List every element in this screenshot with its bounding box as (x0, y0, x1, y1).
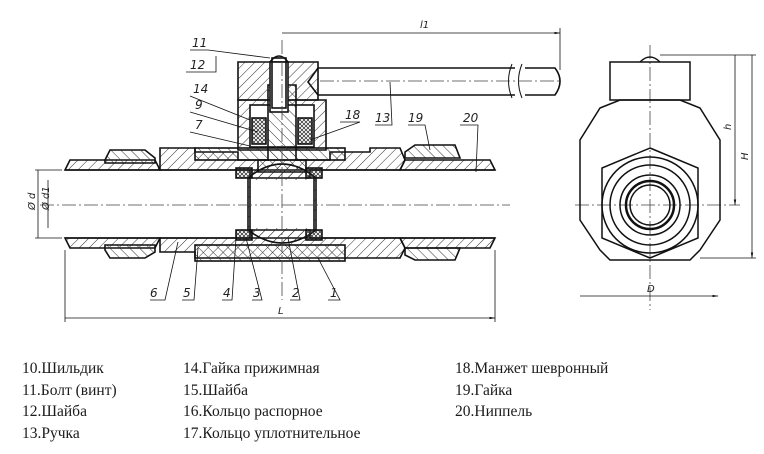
legend-item: 15.Шайба (183, 381, 248, 399)
bolt (271, 57, 287, 109)
legend-column-3: 18.Манжет шевронный 19.Гайка 20.Ниппель (455, 358, 608, 423)
legend-column-2: 14.Гайка прижимная 15.Шайба 16.Кольцо ра… (183, 358, 360, 444)
bolt-head (269, 55, 289, 63)
callout-3: 3 (253, 286, 261, 300)
legend-item: 12.Шайба (22, 403, 87, 420)
callout-19: 19 (408, 111, 423, 125)
dim-L: L (278, 306, 284, 317)
legend-item: 13.Ручка (22, 424, 80, 442)
callout-6: 6 (150, 286, 158, 300)
right-nipple-upper (398, 159, 497, 171)
callout-13: 13 (375, 111, 390, 125)
callout-7: 7 (195, 118, 203, 132)
callout-5: 5 (183, 286, 191, 300)
callout-20: 20 (463, 111, 479, 125)
callout-11: 11 (192, 36, 207, 50)
left-nut-upper (104, 149, 156, 164)
dim-D: D (647, 284, 655, 295)
callout-9: 9 (195, 98, 203, 112)
seal-ring (305, 229, 323, 241)
callout-12: 12 (190, 58, 205, 72)
side-hex-nut (601, 147, 699, 259)
legend-column-1: 10.Шильдик 11.Болт (винт) 12.Шайба 13.Ру… (22, 358, 117, 444)
callout-2: 2 (292, 286, 300, 300)
body-flange-lower (194, 244, 346, 262)
legend-item: 20.Ниппель (455, 403, 533, 420)
right-nipple-lower (398, 237, 497, 249)
seal-ring (235, 167, 253, 179)
dim-h: h (723, 124, 734, 130)
right-nut-upper (404, 144, 462, 159)
handle (318, 67, 561, 96)
side-view (579, 56, 721, 261)
legend-item: 18.Манжет шевронный (455, 360, 609, 377)
ball-valve-drawing: l1 L Ø d Ø d1 D h H 11 12 14 (26, 20, 756, 322)
legend-item: 16.Кольцо распорное (183, 403, 323, 420)
callout-4: 4 (223, 286, 231, 300)
dim-d1: Ø d1 (40, 186, 52, 211)
right-nut-lower (404, 247, 462, 261)
dim-d: Ø d (26, 192, 38, 211)
legend-item: 19.Гайка (455, 381, 513, 399)
section-view (63, 55, 561, 262)
legend-item: 17.Кольцо уплотнительное (183, 424, 361, 442)
dim-l1: l1 (420, 20, 429, 31)
callout-18: 18 (345, 108, 361, 122)
callout-14: 14 (193, 82, 208, 96)
callout-1: 1 (330, 286, 338, 300)
chevron-packing (297, 117, 313, 145)
chevron-packing (251, 117, 267, 145)
legend-item: 11.Болт (винт) (22, 381, 117, 399)
legend-item: 14.Гайка прижимная (183, 360, 320, 377)
callouts: 11 12 14 9 7 18 13 19 20 6 5 4 3 2 1 (150, 36, 479, 300)
seal-ring (235, 229, 253, 241)
dim-H: H (740, 152, 751, 160)
left-nut-lower (104, 244, 156, 259)
legend-item: 10.Шильдик (22, 360, 104, 377)
seal-ring (305, 167, 323, 179)
